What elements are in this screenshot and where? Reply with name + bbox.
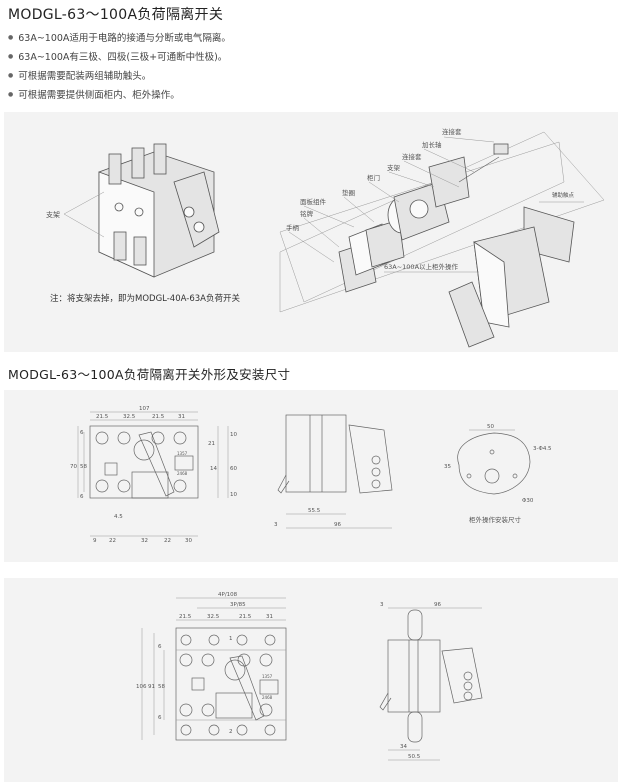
dim-top: 21.5 bbox=[152, 414, 165, 420]
feature-item: 可根据需要配装两组辅助触头。 bbox=[8, 66, 231, 85]
switch-assembly-illustration bbox=[98, 143, 220, 278]
dim-left: 6 bbox=[80, 430, 84, 436]
dim-bottom: 30 bbox=[185, 538, 192, 544]
dim-top: 21.5 bbox=[179, 614, 192, 620]
dim-bottom: 22 bbox=[109, 538, 116, 544]
dim-bottom: 32 bbox=[141, 538, 148, 544]
dim-mount-width: 50 bbox=[487, 424, 494, 430]
label-washer: 垫圈 bbox=[342, 188, 355, 197]
dimension-panel-2: 4P/108 3P/85 21.5 32.5 21.5 31 1357 2468… bbox=[4, 578, 618, 782]
section-title: MODGL-63～100A负荷隔离开关 bbox=[8, 7, 224, 23]
dim-side-d2: 50.5 bbox=[408, 754, 421, 760]
dim-top: 32.5 bbox=[123, 414, 136, 420]
label-sleeve: 连接套 bbox=[402, 152, 422, 161]
dimension-panel-1: 107 21.5 32.5 21.5 31 1357 2468 9 22 32 … bbox=[4, 390, 618, 562]
bracket-label-left: 支架 bbox=[46, 210, 60, 219]
dim-top: 32.5 bbox=[207, 614, 220, 620]
dim-left: 6 bbox=[80, 494, 84, 500]
dim-top: 31 bbox=[178, 414, 185, 420]
dim-top: 31 bbox=[266, 614, 273, 620]
dim-left: 106 bbox=[136, 684, 147, 690]
exploded-view-panel: 支架 连接套 加长轴 连接套 支架 柜门 垫圈 面板组件 铭牌 手柄 辅助触点 bbox=[4, 112, 618, 352]
label-nameplate: 铭牌 bbox=[300, 209, 314, 218]
dim-left: 70 bbox=[70, 464, 77, 470]
dim-width-3p: 3P/85 bbox=[230, 602, 246, 608]
dim-top: 21.5 bbox=[96, 414, 109, 420]
dim-left: 91 bbox=[148, 684, 155, 690]
dim-side-depth: 96 bbox=[434, 602, 441, 608]
pole-mark: 1 bbox=[229, 636, 233, 642]
dimension-drawing-1: 107 21.5 32.5 21.5 31 1357 2468 9 22 32 … bbox=[70, 406, 552, 544]
feature-item: 可根据需要提供侧面柜内、柜外操作。 bbox=[8, 85, 231, 104]
dim-side-depth2: 96 bbox=[334, 522, 341, 528]
label-external-operation: 63A~100A以上柜外操作 bbox=[384, 262, 459, 271]
label-extension-shaft: 加长轴 bbox=[422, 140, 442, 149]
dim-slot: 4.5 bbox=[114, 514, 123, 520]
aux-terminals-top: 1357 bbox=[177, 451, 188, 456]
label-handle: 手柄 bbox=[286, 223, 300, 232]
dim-right: 60 bbox=[230, 466, 237, 472]
dim-left: 6 bbox=[158, 715, 162, 721]
aux-terminals-top: 1357 bbox=[262, 674, 273, 679]
dim-mount-height: 35 bbox=[444, 464, 451, 470]
section-title-dimensions: MODGL-63～100A负荷隔离开关外形及安装尺寸 bbox=[8, 367, 291, 382]
dim-right: 10 bbox=[230, 492, 237, 498]
dim-mount-holes: 3-Φ4.5 bbox=[533, 446, 552, 452]
dim-bottom: 22 bbox=[164, 538, 171, 544]
label-panel-assembly: 面板组件 bbox=[300, 197, 327, 206]
dim-bottom: 9 bbox=[93, 538, 97, 544]
dim-side-d1: 34 bbox=[400, 744, 407, 750]
label-aux-contact: 辅助触点 bbox=[552, 191, 575, 199]
dim-top: 21.5 bbox=[239, 614, 252, 620]
dim-width-4p: 4P/108 bbox=[218, 592, 238, 598]
feature-list: 63A~100A适用于电路的接通与分断或电气隔离。 63A~100A有三极、四极… bbox=[8, 28, 231, 104]
dim-side-offset: 3 bbox=[274, 522, 278, 528]
dim-left: 58 bbox=[158, 684, 165, 690]
pole-mark: 2 bbox=[229, 729, 233, 735]
label-bracket: 支架 bbox=[387, 163, 401, 172]
dim-total-width: 107 bbox=[139, 406, 150, 412]
exploded-view-drawing: 支架 连接套 加长轴 连接套 支架 柜门 垫圈 面板组件 铭牌 手柄 辅助触点 bbox=[46, 127, 605, 348]
label-sleeve-top: 连接套 bbox=[442, 127, 462, 136]
terminal-circles bbox=[179, 634, 276, 736]
dim-right: 14 bbox=[210, 466, 217, 472]
dim-side-depth1: 55.5 bbox=[308, 508, 321, 514]
aux-terminals-bottom: 2468 bbox=[177, 471, 188, 476]
dim-right: 10 bbox=[230, 432, 237, 438]
dim-left: 58 bbox=[80, 464, 87, 470]
dimension-drawing-2: 4P/108 3P/85 21.5 32.5 21.5 31 1357 2468… bbox=[136, 592, 483, 761]
dim-right: 21 bbox=[208, 441, 215, 447]
aux-terminals-bottom: 2468 bbox=[262, 695, 273, 700]
dim-mount-center-hole: Φ30 bbox=[522, 498, 534, 504]
dim-side-offset: 3 bbox=[380, 602, 384, 608]
note-text: 注：将支架去掉，即为MODGL-40A-63A负荷开关 bbox=[50, 294, 240, 304]
label-cabinet-door: 柜门 bbox=[367, 173, 380, 182]
feature-item: 63A~100A适用于电路的接通与分断或电气隔离。 bbox=[8, 28, 231, 47]
feature-item: 63A~100A有三极、四极(三极+可通断中性极)。 bbox=[8, 47, 231, 66]
mount-caption: 柜外操作安装尺寸 bbox=[469, 515, 522, 524]
dim-left: 6 bbox=[158, 644, 162, 650]
